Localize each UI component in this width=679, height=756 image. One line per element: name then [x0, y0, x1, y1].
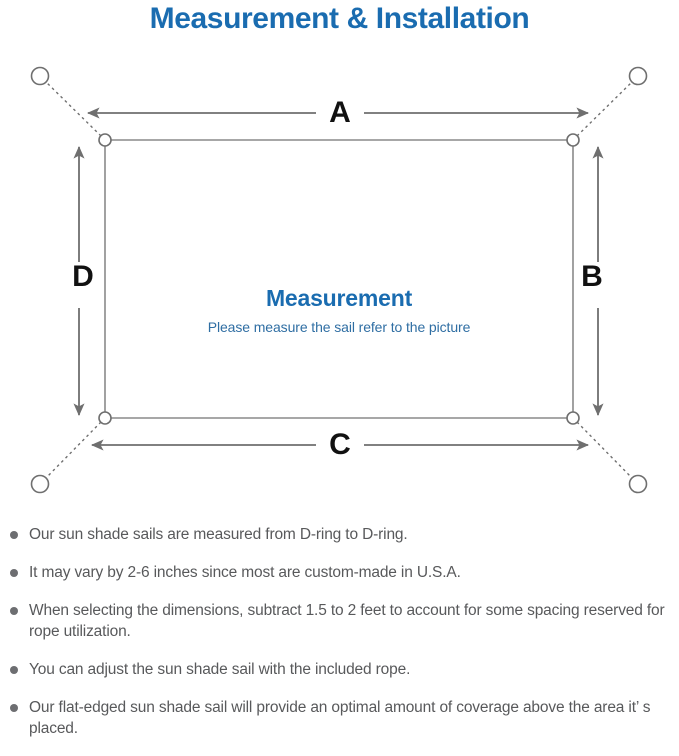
notes-list: Our sun shade sails are measured from D-…: [0, 524, 679, 756]
list-item: When selecting the dimensions, subtract …: [0, 600, 679, 642]
list-item: It may vary by 2-6 inches since most are…: [0, 562, 679, 583]
d-ring-bottom-right: [566, 411, 580, 425]
list-item: Our sun shade sails are measured from D-…: [0, 524, 679, 545]
diagram-center-subtitle: Please measure the sail refer to the pic…: [207, 319, 471, 335]
measurement-diagram: A B C D Measurement Please measure the s…: [0, 46, 679, 516]
dimension-label-c: C: [322, 430, 358, 460]
anchor-point-bottom-right: [628, 474, 648, 494]
bullet-icon: [10, 666, 18, 674]
rope-line-bottom-left: [43, 421, 102, 481]
list-item-text: You can adjust the sun shade sail with t…: [29, 661, 411, 678]
diagram-center-title: Measurement: [265, 285, 413, 311]
rope-line-bottom-right: [576, 421, 635, 481]
bullet-icon: [10, 569, 18, 577]
rope-line-top-right: [576, 79, 635, 137]
d-ring-top-right: [566, 133, 580, 147]
rope-line-top-left: [43, 79, 102, 137]
dimension-label-b: B: [575, 262, 609, 292]
d-ring-top-left: [98, 133, 112, 147]
list-item-text: It may vary by 2-6 inches since most are…: [29, 564, 461, 581]
d-ring-bottom-left: [98, 411, 112, 425]
anchor-point-bottom-left: [30, 474, 50, 494]
list-item-text: Our flat-edged sun shade sail will provi…: [29, 699, 651, 737]
bullet-icon: [10, 704, 18, 712]
diagram-svg: [30, 66, 648, 494]
diagram-center-caption: Measurement Please measure the sail refe…: [105, 284, 573, 337]
anchor-point-top-left: [30, 66, 50, 86]
list-item: You can adjust the sun shade sail with t…: [0, 659, 679, 680]
list-item: Our flat-edged sun shade sail will provi…: [0, 697, 679, 739]
bullet-icon: [10, 531, 18, 539]
page-title: Measurement & Installation: [149, 2, 530, 35]
list-item-text: Our sun shade sails are measured from D-…: [29, 526, 408, 543]
list-item-text: When selecting the dimensions, subtract …: [29, 602, 665, 640]
bullet-icon: [10, 607, 18, 615]
dimension-label-a: A: [322, 98, 358, 128]
dimension-label-d: D: [66, 262, 100, 292]
anchor-point-top-right: [628, 66, 648, 86]
sail-rectangle: [104, 139, 574, 419]
